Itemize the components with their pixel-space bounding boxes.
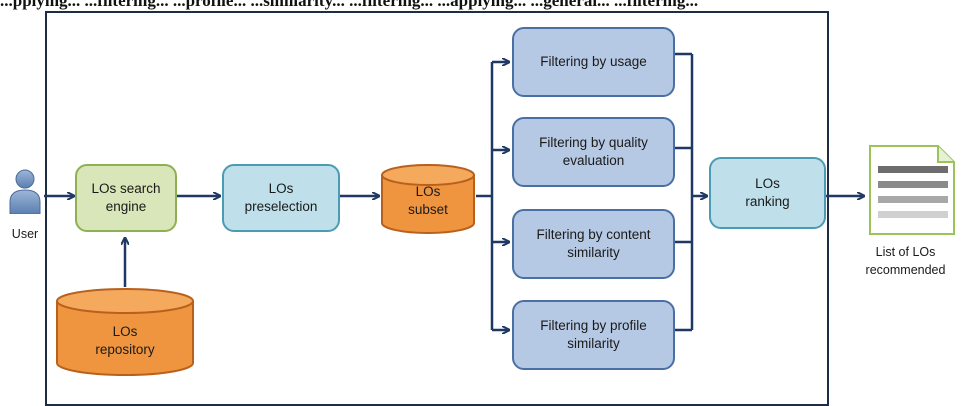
preselection-box: LOs preselection bbox=[222, 164, 340, 232]
filter-content-box: Filtering by content similarity bbox=[512, 209, 675, 279]
ranking-label-line1: LOs bbox=[755, 175, 780, 191]
filter-content-label-line1: Filtering by content bbox=[536, 226, 651, 242]
subset-label-line2: subset bbox=[408, 202, 448, 218]
repository-label-line1: LOs bbox=[112, 324, 138, 339]
repository-cylinder: LOs repository bbox=[55, 287, 195, 377]
subset-cylinder: LOs subset bbox=[380, 163, 476, 235]
preselection-label-line1: LOs bbox=[268, 180, 294, 196]
connector-lines bbox=[44, 52, 961, 390]
search-engine-box: LOs search engine bbox=[75, 164, 177, 232]
subset-cylinder-shape bbox=[381, 164, 475, 234]
filter-usage-label: Filtering by usage bbox=[540, 53, 647, 69]
cropped-caption-text: ...pplying... ...filtering... ...profile… bbox=[0, 0, 699, 10]
document-list-icon bbox=[869, 145, 955, 235]
filter-quality-label-line2: evaluation bbox=[562, 153, 625, 168]
search-engine-label-line2: engine bbox=[105, 199, 147, 214]
output-label-line2: recommended bbox=[865, 262, 946, 277]
ranking-label-line2: ranking bbox=[745, 194, 790, 209]
search-engine-label-line1: LOs search bbox=[91, 180, 161, 196]
output-label: List of LOs recommended bbox=[850, 244, 961, 279]
ranking-box: LOs ranking bbox=[709, 157, 826, 229]
filter-profile-box: Filtering by profile similarity bbox=[512, 300, 675, 370]
filter-usage-box: Filtering by usage bbox=[512, 27, 675, 97]
user-label: User bbox=[11, 227, 39, 241]
filter-quality-box: Filtering by quality evaluation bbox=[512, 117, 675, 187]
user-icon bbox=[9, 169, 41, 214]
repository-label-line2: repository bbox=[95, 342, 155, 358]
repository-cylinder-shape bbox=[56, 288, 194, 376]
preselection-label-line2: preselection bbox=[244, 199, 318, 214]
filter-profile-label-line2: similarity bbox=[567, 336, 620, 351]
filter-content-label-line2: similarity bbox=[567, 245, 620, 260]
subset-label-line1: LOs bbox=[415, 184, 441, 199]
filter-quality-label-line1: Filtering by quality bbox=[539, 134, 648, 150]
output-label-line1: List of LOs bbox=[875, 245, 936, 259]
filter-profile-label-line1: Filtering by profile bbox=[540, 317, 647, 333]
